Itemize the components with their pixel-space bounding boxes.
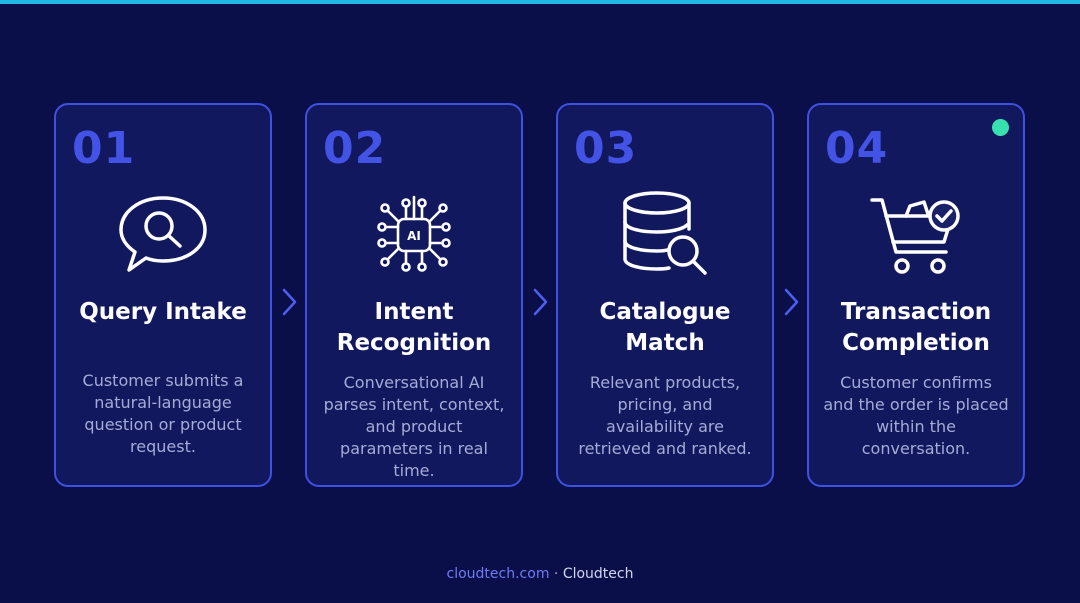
cart-check-icon bbox=[809, 189, 1023, 281]
footer-domain-link[interactable]: cloudtech.com bbox=[446, 566, 550, 582]
chevron-right-icon bbox=[784, 288, 799, 316]
step-description: Customer confirms and the order is place… bbox=[823, 373, 1009, 458]
step-description: Conversational AI parses intent, context… bbox=[323, 373, 505, 480]
chat-search-icon bbox=[56, 189, 270, 281]
footer: cloudtech.com · Cloudtech bbox=[0, 566, 1080, 582]
footer-separator: · bbox=[553, 566, 559, 582]
step-title: Query Intake bbox=[79, 299, 247, 325]
svg-text:AI: AI bbox=[407, 229, 421, 243]
step-number: 01 bbox=[72, 123, 136, 174]
step-number: 02 bbox=[323, 123, 387, 174]
step-card-catalogue-match: 03 Catalogue Match Relevant products, pr… bbox=[556, 103, 774, 487]
step-description: Relevant products, pricing, and availabi… bbox=[578, 373, 752, 458]
footer-brand: Cloudtech bbox=[562, 566, 634, 582]
step-title: Intent Recognition bbox=[336, 299, 492, 356]
ai-chip-icon: AI bbox=[307, 189, 521, 281]
step-title: Transaction Completion bbox=[840, 299, 992, 356]
step-number: 03 bbox=[574, 123, 638, 174]
top-accent-bar bbox=[0, 0, 1080, 4]
step-title: Catalogue Match bbox=[599, 299, 731, 356]
step-card-transaction-completion: 04 Transaction Completion Customer confi… bbox=[807, 103, 1025, 487]
step-number: 04 bbox=[825, 123, 889, 174]
step-description: Customer submits a natural-language ques… bbox=[82, 371, 244, 456]
chevron-right-icon bbox=[533, 288, 548, 316]
step-card-query-intake: 01 Query Intake Customer submits a natur… bbox=[54, 103, 272, 487]
database-search-icon bbox=[558, 189, 772, 281]
status-dot bbox=[992, 119, 1009, 136]
step-card-intent-recognition: 02 AI Intent Recognition Conversational … bbox=[305, 103, 523, 487]
chevron-right-icon bbox=[282, 288, 297, 316]
